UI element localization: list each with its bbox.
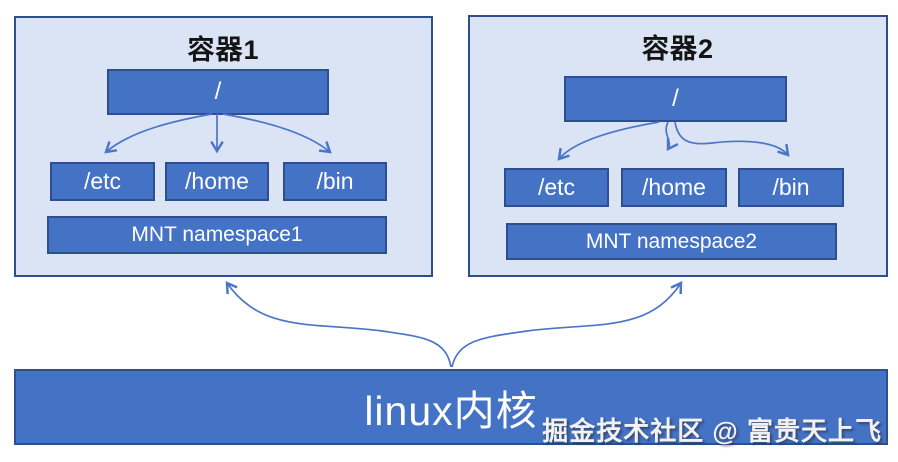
container-2-namespace-box: MNT namespace2: [506, 223, 837, 260]
container-2-panel: 容器2 / /etc /home /bin MNT namespace2: [468, 15, 888, 277]
container-2-root-box: /: [564, 76, 787, 122]
container-2-bin-box: /bin: [738, 168, 844, 207]
arrow-kernel-to-c1: [225, 281, 452, 368]
container-1-namespace-box: MNT namespace1: [47, 216, 387, 254]
watermark-text: 掘金技术社区 @ 富贵天上飞: [542, 416, 882, 446]
container-1-bin-box: /bin: [283, 162, 387, 201]
linux-kernel-bar: linux内核: [14, 369, 888, 445]
container-1-title: 容器1: [187, 35, 260, 65]
container-1-panel: 容器1 / /etc /home /bin MNT namespace1: [14, 16, 433, 277]
container-1-root-box: /: [107, 69, 329, 115]
arrow-kernel-to-c2: [451, 281, 683, 368]
container-1-etc-box: /etc: [50, 162, 155, 201]
linux-kernel-label: linux内核: [364, 388, 538, 434]
container-2-etc-box: /etc: [504, 168, 609, 207]
container-1-home-box: /home: [165, 162, 269, 201]
container-2-title: 容器2: [641, 34, 715, 64]
container-2-home-box: /home: [621, 168, 727, 207]
